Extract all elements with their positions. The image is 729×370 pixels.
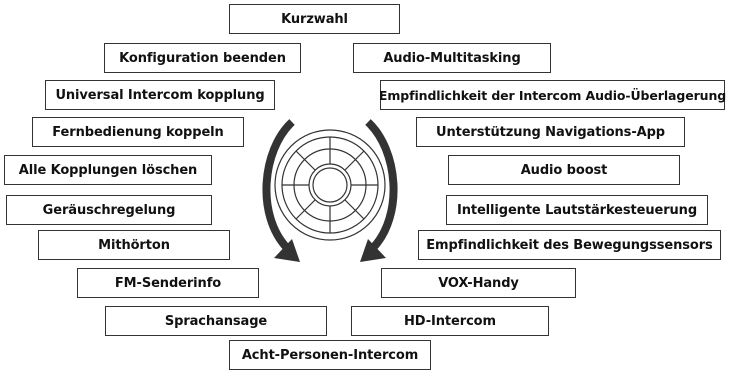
menu-bewegungssensor: Empfindlichkeit des Bewegungssensors <box>418 230 721 260</box>
menu-vox-handy: VOX-Handy <box>381 268 576 298</box>
menu-audio-multitasking: Audio-Multitasking <box>353 43 551 73</box>
menu-fm-senderinfo: FM-Senderinfo <box>77 268 259 298</box>
menu-konfiguration-beenden: Konfiguration beenden <box>104 43 301 73</box>
menu-hd-intercom: HD-Intercom <box>351 306 549 336</box>
counterclockwise-arrow-icon <box>262 119 295 251</box>
menu-navigations-app: Unterstützung Navigations-App <box>416 117 685 147</box>
menu-alle-kopplungen: Alle Kopplungen löschen <box>4 155 212 185</box>
jog-dial-icon <box>274 129 386 241</box>
menu-geraeuschregelung: Geräuschregelung <box>6 195 212 225</box>
menu-kurzwahl: Kurzwahl <box>229 4 400 34</box>
menu-universal-intercom: Universal Intercom kopplung <box>45 80 275 110</box>
menu-fernbedienung: Fernbedienung koppeln <box>32 117 244 147</box>
menu-audio-boost: Audio boost <box>448 155 680 185</box>
menu-sprachansage: Sprachansage <box>105 306 327 336</box>
menu-mithoerton: Mithörton <box>38 230 230 260</box>
right-arrow-head <box>360 239 386 262</box>
menu-acht-personen-intercom: Acht-Personen-Intercom <box>229 340 431 370</box>
left-arrow-head <box>274 239 300 262</box>
menu-empfindlichkeit-overlay: Empfindlichkeit der Intercom Audio-Überl… <box>379 80 726 110</box>
menu-lautstaerkesteuerung: Intelligente Lautstärkesteuerung <box>446 195 708 225</box>
clockwise-arrow-icon <box>365 119 398 251</box>
